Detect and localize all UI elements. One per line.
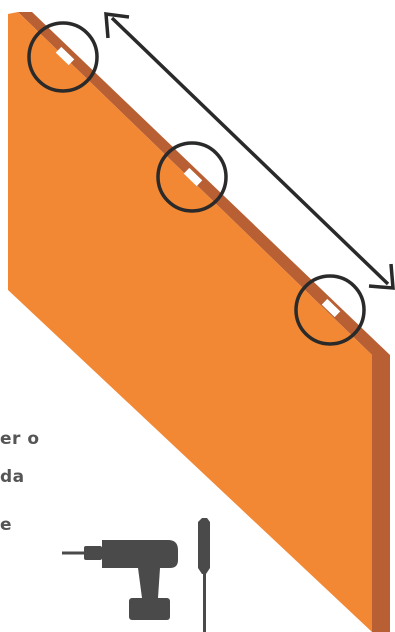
hinge-marker-top [55, 46, 75, 66]
instruction-text-line-2: da [0, 467, 25, 487]
hinge-ring-top [27, 21, 99, 93]
hinge-ring-middle [156, 141, 228, 213]
screwdriver-icon [198, 518, 210, 632]
instruction-text-line-1: er o [0, 429, 40, 449]
hinge-marker-middle [183, 167, 203, 187]
hinge-ring-bottom [294, 274, 366, 346]
double-arrow-icon [104, 11, 395, 290]
drill-icon [62, 540, 178, 620]
instruction-text-line-3: e [0, 515, 13, 535]
hinge-marker-bottom [321, 298, 341, 318]
panel-front [8, 12, 372, 632]
